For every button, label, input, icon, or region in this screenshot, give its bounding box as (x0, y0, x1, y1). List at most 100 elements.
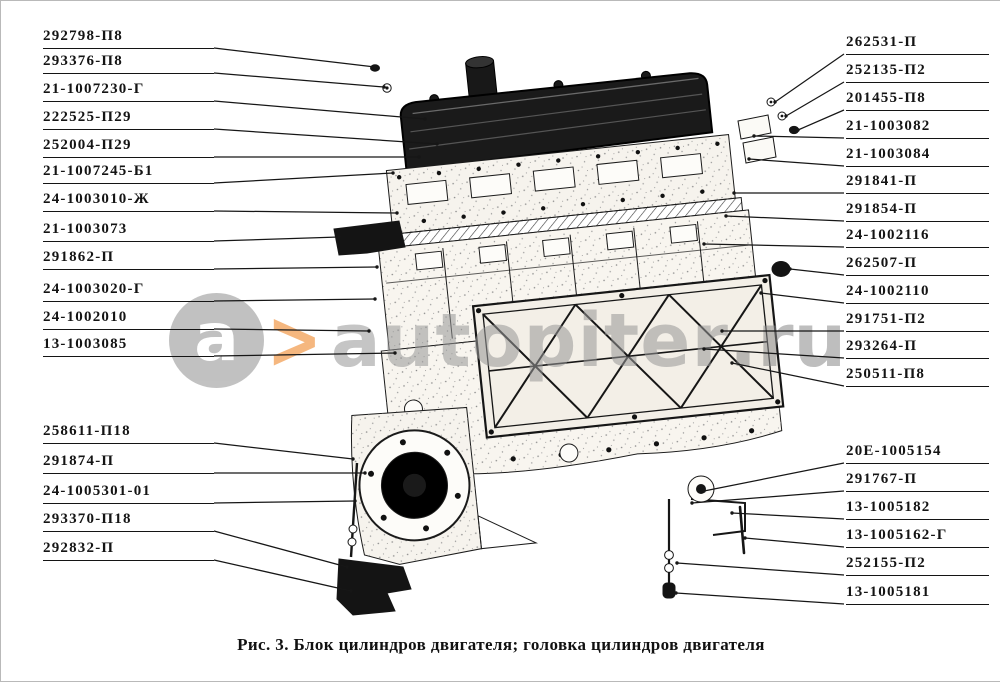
leader-line (213, 47, 376, 68)
part-number-label: 24-1003020-Г (43, 280, 214, 302)
part-number-label: 13-1003085 (43, 335, 214, 357)
watermark: a > autopiter .ru (169, 293, 846, 388)
leader-line (675, 592, 845, 605)
part-number-label: 13-1005162-Г (846, 526, 989, 548)
leader-line (676, 562, 845, 576)
part-number-label: 20Е-1005154 (846, 442, 989, 464)
part-number-label: 21-1003073 (43, 220, 214, 242)
core-plug-icon (771, 261, 791, 277)
leader-line (213, 72, 385, 88)
leader-line (703, 348, 845, 359)
leader-line (731, 512, 845, 520)
leader-line (213, 236, 340, 242)
leader-endpoint (353, 499, 357, 503)
leader-endpoint (743, 536, 747, 540)
fastener-details (333, 64, 800, 616)
leader-endpoint (690, 501, 694, 505)
leader-line (213, 442, 354, 460)
cover-plate (737, 114, 772, 140)
engine-mount-bracket (333, 220, 406, 256)
watermark-text: autopiter (330, 297, 729, 384)
leader-line (703, 462, 845, 492)
leader-endpoint (382, 85, 386, 89)
part-number-label: 293370-П18 (43, 510, 214, 532)
part-number-label: 252135-П2 (846, 61, 989, 83)
leader-line (213, 128, 438, 145)
leader-line (213, 100, 426, 120)
washer-icon (347, 537, 357, 547)
part-number-label: 24-1002010 (43, 308, 214, 330)
bolt-icon (370, 64, 380, 72)
leader-endpoint (423, 117, 427, 121)
boss-icon (687, 475, 715, 503)
leader-endpoint (391, 171, 395, 175)
leader-endpoint (788, 267, 792, 271)
plug-icon (662, 582, 676, 599)
part-number-label: 252004-П29 (43, 136, 214, 158)
part-number-label: 291767-П (846, 470, 989, 492)
part-number-label: 13-1005182 (846, 498, 989, 520)
washer-icon (664, 563, 674, 573)
head-gasket (386, 197, 744, 249)
leader-endpoint (363, 471, 367, 475)
part-number-label: 21-1007230-Г (43, 80, 214, 102)
part-number-label: 250511-П8 (846, 365, 989, 387)
part-number-label: 21-1003084 (846, 145, 989, 167)
part-number-label: 201455-П8 (846, 89, 989, 111)
part-number-label: 291862-П (43, 248, 214, 270)
leader-endpoint (732, 191, 736, 195)
leader-line (213, 530, 348, 568)
cylinder-block-upper (377, 209, 760, 351)
leader-endpoint (373, 297, 377, 301)
watermark-logo-icon: a (169, 293, 264, 388)
leader-line (753, 135, 845, 139)
part-number-label: 21-1003082 (846, 117, 989, 139)
part-number-label: 24-1005301-01 (43, 482, 214, 504)
leader-endpoint (375, 265, 379, 269)
side-cover-panel (471, 273, 785, 439)
leader-endpoint (674, 591, 678, 595)
part-number-label: 292798-П8 (43, 27, 214, 49)
leader-endpoint (730, 361, 734, 365)
leader-line (213, 500, 356, 504)
part-number-label: 222525-П29 (43, 108, 214, 130)
part-number-label: 13-1005181 (846, 583, 989, 605)
support-bracket (336, 558, 412, 616)
leader-line (213, 266, 378, 270)
leader-endpoint (773, 100, 777, 104)
leader-line (691, 490, 845, 504)
leader-line (213, 172, 394, 184)
nut-icon (788, 125, 800, 135)
flywheel-housing (350, 406, 579, 565)
leader-endpoint (759, 291, 763, 295)
cylinder-head (385, 134, 736, 235)
part-number-label: 262531-П (846, 33, 989, 55)
washer-icon (664, 550, 674, 560)
leader-line (731, 362, 845, 387)
watermark-arrow-icon: > (266, 293, 322, 388)
part-number-label: 21-1007245-Б1 (43, 162, 214, 184)
leader-line (213, 328, 370, 332)
leader-line (213, 298, 376, 302)
oil-filler-cap-icon (465, 56, 498, 101)
leader-endpoint (720, 329, 724, 333)
watermark-suffix: .ru (728, 297, 847, 384)
leader-endpoint (730, 511, 734, 515)
leader-endpoint (345, 565, 349, 569)
pin-icon (738, 505, 746, 555)
figure-caption: Рис. 3. Блок цилиндров двигателя; головк… (237, 635, 765, 654)
leader-line (213, 352, 396, 357)
part-number-label: 24-1003010-Ж (43, 190, 214, 212)
leader-endpoint (393, 351, 397, 355)
leader-endpoint (675, 561, 679, 565)
cover-plate (742, 136, 777, 164)
leader-endpoint (796, 128, 800, 132)
leader-line (213, 210, 398, 214)
part-number-label: 262507-П (846, 254, 989, 276)
leader-line (789, 268, 845, 276)
leader-endpoint (417, 155, 421, 159)
leader-endpoint (724, 214, 728, 218)
